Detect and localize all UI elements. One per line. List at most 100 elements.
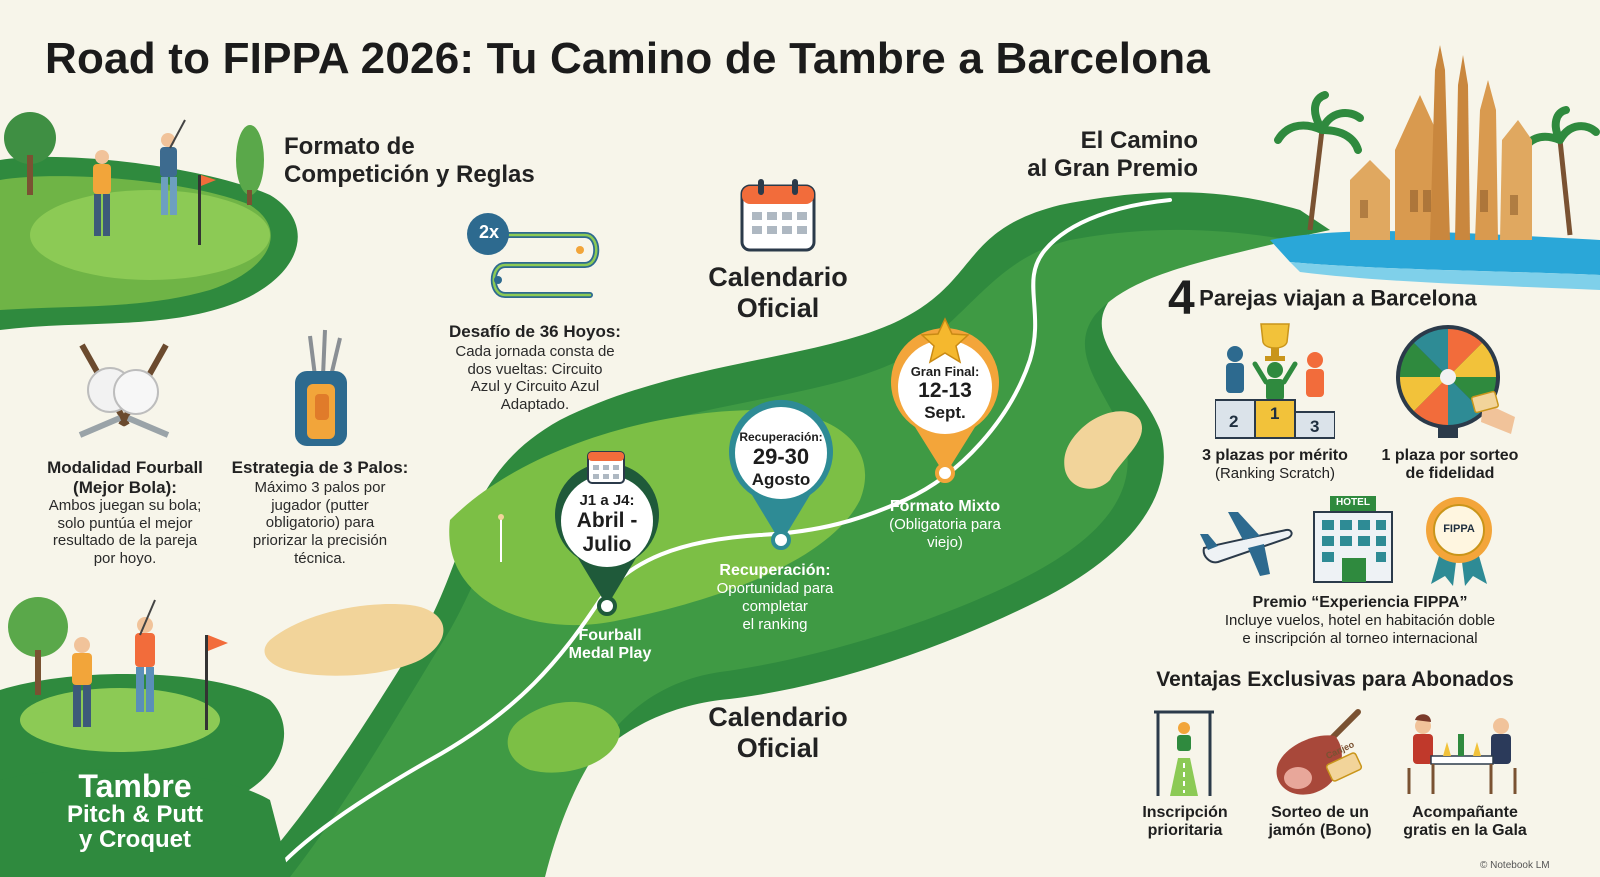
fippa-badge-icon	[1426, 497, 1492, 586]
formato-title-line2: Competición y Reglas	[284, 160, 535, 188]
recuperacion-caption-title: Recuperación:	[719, 562, 831, 579]
benefit-priority: Inscripción prioritaria	[1120, 804, 1250, 840]
benefit-priority-line1: Inscripción	[1142, 804, 1228, 821]
start-location-label: Tambre Pitch & Putt y Croquet	[30, 770, 240, 852]
calendario-bottom-line1: Calendario	[708, 702, 848, 732]
benefit-gala-line2: gratis en la Gala	[1403, 821, 1527, 839]
formato-section-title: Formato de Competición y Reglas	[284, 133, 535, 188]
benefit-ham: Sorteo de un jamón (Bono)	[1255, 804, 1385, 840]
small-calendar-icon	[587, 451, 625, 484]
milestone-j1-label: J1 a J4: Abril - Julio	[560, 492, 654, 557]
fourball-text-line: resultado de la pareja	[52, 532, 198, 550]
recuperacion-caption-line: completar	[742, 598, 808, 616]
recuperacion-caption-line: Oportunidad para	[716, 580, 834, 598]
milestone-pin-final	[891, 317, 999, 483]
final-line1: Gran Final:	[910, 364, 980, 379]
golf-balls-clubs-icon	[78, 343, 170, 438]
ham-icon	[1276, 709, 1363, 795]
milestone-final-label: Gran Final: 12-13 Sept.	[894, 364, 996, 423]
start-line2: Pitch & Putt	[67, 801, 203, 828]
desafio-text-line: Adaptado.	[500, 396, 570, 414]
milestone-j1-line2: Abril -	[576, 509, 638, 532]
milestone-pin-j1	[555, 462, 659, 616]
podium-first: 1	[1270, 404, 1280, 423]
palos-text-line: jugador (putter	[271, 496, 369, 514]
desafio-badge: 2x	[478, 222, 500, 242]
calendario-bottom-line2: Oficial	[736, 733, 820, 764]
hotel-sign: HOTEL	[1336, 497, 1370, 508]
calendario-bottom-title: Calendario Oficial	[690, 702, 866, 764]
final-caption-line: (Obligatoria para	[889, 516, 1001, 534]
final-caption-line: viejo)	[927, 534, 963, 552]
airplane-icon	[1200, 512, 1293, 576]
benefit-ham-line2: jamón (Bono)	[1268, 821, 1372, 839]
lottery-place: 1 plaza por sorteo de fidelidad	[1370, 447, 1530, 483]
benefit-gala: Acompañante gratis en la Gala	[1390, 804, 1540, 840]
recuperacion-line3: Agosto	[751, 470, 811, 489]
experience-title: Premio “Experiencia FIPPA”	[1252, 594, 1468, 611]
prizes-headline-text: Parejas viajan a Barcelona	[1199, 285, 1477, 311]
camino-section-title: El Camino al Gran Premio	[1000, 127, 1198, 182]
lottery-line1: 1 plaza por sorteo	[1381, 447, 1519, 464]
milestone-j1-line3: Julio	[582, 533, 632, 556]
milestone-pin-recuperacion	[729, 399, 833, 550]
credit-text: © Notebook LM	[1480, 860, 1550, 871]
priority-lane-icon	[1154, 710, 1214, 796]
experience-text-line: e inscripción al torneo internacional	[1242, 630, 1478, 647]
recuperacion-line2: 29-30	[752, 444, 810, 469]
milestone-final-caption: Formato Mixto (Obligatoria para viejo)	[865, 498, 1025, 552]
fourball-text-line: Ambos juegan su bola;	[48, 497, 202, 514]
podium-trophy-icon	[1215, 323, 1335, 439]
fourball-text-line: por hoyo.	[93, 550, 157, 568]
milestone-j1-caption: Fourball Medal Play	[550, 627, 670, 664]
hotel-icon	[1313, 496, 1393, 583]
milestone-j1-line1: J1 a J4:	[579, 492, 635, 509]
palos-text-line: priorizar la precisión	[252, 532, 388, 550]
fourball-title-line2: (Mejor Bola):	[73, 477, 177, 497]
palos-text-line: Máximo 3 palos por	[254, 479, 386, 496]
experience-prize: Premio “Experiencia FIPPA” Incluye vuelo…	[1180, 594, 1540, 648]
final-line2: 12-13	[918, 379, 972, 402]
formato-title-line1: Formato de	[284, 133, 415, 160]
route-icon	[467, 213, 600, 298]
start-line3: y Croquet	[78, 826, 191, 854]
podium-second: 2	[1229, 412, 1239, 431]
fourball-rule-text: Ambos juegan su bola; solo puntúa el mej…	[15, 497, 235, 568]
page-title: Road to FIPPA 2026: Tu Camino de Tambre …	[45, 34, 1211, 83]
j1-caption-line2: Medal Play	[568, 645, 652, 663]
fourball-rule-title: Modalidad Fourball (Mejor Bola):	[20, 458, 230, 497]
golfers-bottom-illustration	[8, 597, 228, 730]
prizes-headline: 4 Parejas viajan a Barcelona	[1168, 271, 1477, 326]
palos-text-line: técnica.	[294, 549, 346, 567]
flag-icon	[498, 514, 504, 562]
desafio-rule-text: Cada jornada consta de dos vueltas: Circ…	[430, 343, 640, 414]
desafio-text-line: Cada jornada consta de	[455, 343, 615, 360]
benefit-priority-line2: prioritaria	[1147, 821, 1223, 839]
palos-text-line: obligatorio) para	[265, 514, 375, 532]
fourball-text-line: solo puntúa el mejor	[57, 514, 193, 532]
palos-rule-title: Estrategia de 3 Palos:	[231, 458, 409, 477]
camino-title-line2: al Gran Premio	[1027, 154, 1198, 182]
merit-line1: 3 plazas por mérito	[1202, 447, 1348, 464]
gala-dinner-icon	[1407, 714, 1517, 794]
golfers-top-illustration	[4, 112, 264, 245]
desafio-text-line: dos vueltas: Circuito	[467, 360, 603, 378]
desafio-rule-title: Desafío de 36 Hoyos:	[449, 322, 621, 341]
benefit-ham-line1: Sorteo de un	[1271, 804, 1369, 821]
milestone-recuperacion-caption: Recuperación: Oportunidad para completar…	[690, 562, 860, 633]
experience-text-line: Incluye vuelos, hotel en habitación dobl…	[1224, 612, 1496, 629]
prizes-count: 4	[1168, 272, 1195, 325]
recuperacion-line1: Recuperación:	[739, 430, 823, 444]
calendario-top-line1: Calendario	[708, 262, 848, 292]
fourball-title-line1: Modalidad Fourball	[47, 458, 203, 477]
barcelona-skyline-illustration	[1274, 45, 1600, 240]
golf-bag-icon	[295, 329, 347, 446]
final-line3: Sept.	[924, 403, 966, 422]
calendario-top-line2: Oficial	[736, 293, 820, 324]
final-caption-title: Formato Mixto	[889, 498, 1001, 515]
j1-caption-line1: Fourball	[578, 627, 642, 644]
calendario-top-title: Calendario Oficial	[690, 262, 866, 324]
lottery-line2: de fidelidad	[1405, 465, 1495, 482]
